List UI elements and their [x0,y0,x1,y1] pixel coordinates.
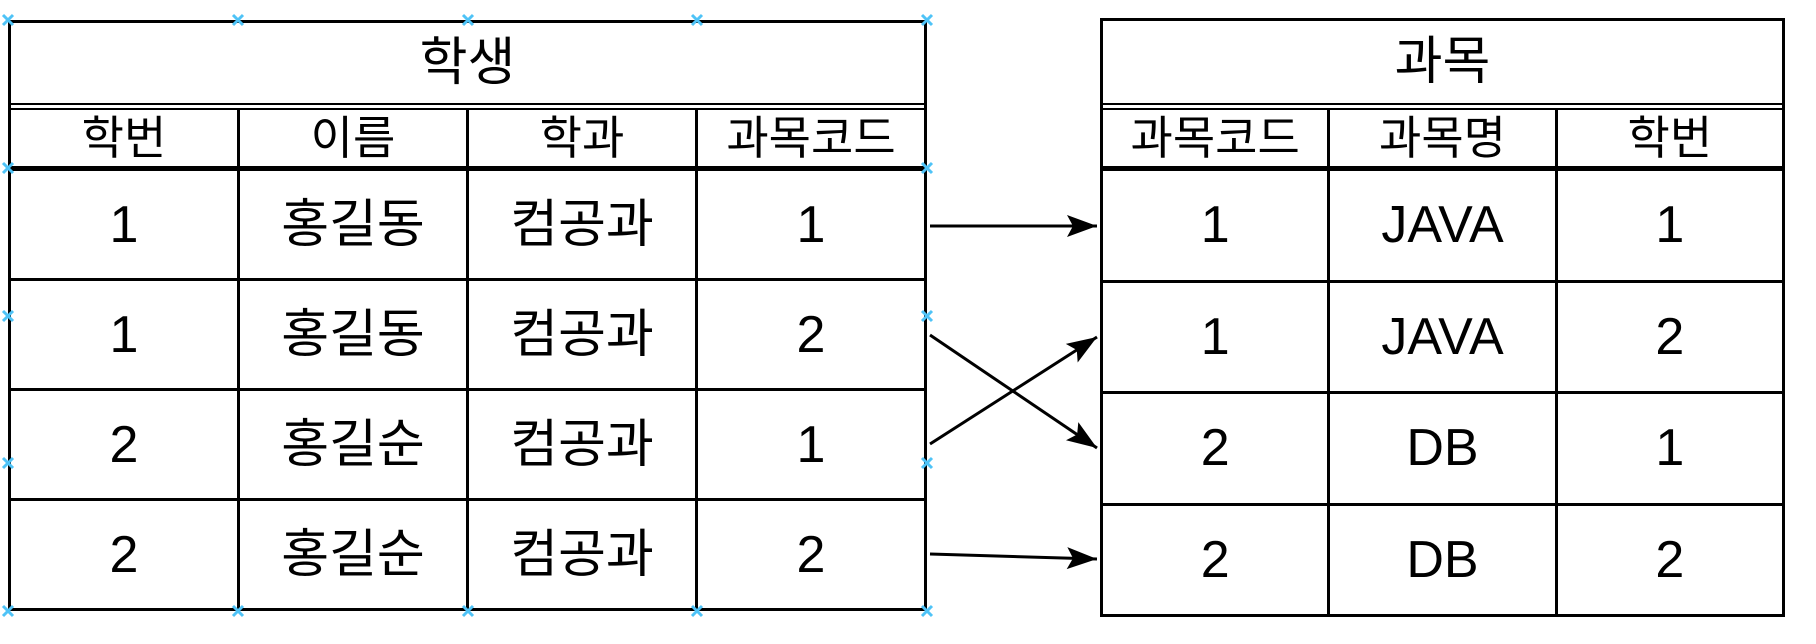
column-header[interactable]: 학번 [1627,112,1713,164]
table-row: 2 DB 2 [1103,505,1782,614]
table-cell[interactable]: 컴공과 [469,391,698,498]
table-cell[interactable]: JAVA [1330,171,1558,280]
table-cell[interactable]: 1 [1103,171,1331,280]
table-cell[interactable]: 2 [1103,505,1331,614]
table-cell[interactable]: 1 [1655,196,1685,255]
subject-table-header-row: 과목코드 과목명 학번 [1103,110,1782,171]
table-cell[interactable]: 홍길동 [240,281,469,388]
table-cell[interactable]: 1 [796,415,826,474]
table-cell[interactable]: DB [1330,394,1558,503]
table-cell[interactable]: DB [1330,505,1558,614]
relation-arrow-row2-row3[interactable] [929,333,1098,450]
table-cell[interactable]: 2 [1103,394,1331,503]
table-row: 2 홍길순 컴공과 1 [11,391,924,501]
table-row: 1 JAVA 2 [1103,282,1782,394]
column-header[interactable]: 과목코드 [726,112,896,164]
table-cell[interactable]: 2 [1655,530,1685,589]
table-cell[interactable]: 2 [11,391,240,498]
subject-table[interactable]: 과목 과목코드 과목명 학번 1 JAVA 1 1 JAVA 2 2 DB 1 … [1100,18,1785,617]
table-cell[interactable]: 1 [11,171,240,278]
table-cell[interactable]: 1 [1103,282,1331,391]
table-cell[interactable]: 홍길순 [240,501,469,608]
table-cell[interactable]: 2 [1655,307,1685,366]
column-header[interactable]: 과목코드 [1103,110,1331,166]
relation-arrow-row3-row2[interactable] [929,335,1098,446]
table-cell[interactable]: 1 [11,281,240,388]
table-row: 1 JAVA 1 [1103,171,1782,283]
column-header[interactable]: 학과 [469,110,698,166]
table-row: 2 홍길순 컴공과 2 [11,501,924,608]
table-cell[interactable]: 2 [11,501,240,608]
subject-table-title[interactable]: 과목 [1103,21,1782,110]
student-table[interactable]: 학생 학번 이름 학과 과목코드 1 홍길동 컴공과 1 1 홍길동 컴공과 2… [8,20,927,611]
table-cell[interactable]: JAVA [1330,282,1558,391]
table-cell[interactable]: 홍길순 [240,391,469,498]
student-table-header-row: 학번 이름 학과 과목코드 [11,110,924,171]
column-header[interactable]: 과목명 [1330,110,1558,166]
table-cell[interactable]: 컴공과 [469,171,698,278]
column-header[interactable]: 이름 [240,110,469,166]
table-cell[interactable]: 1 [1655,419,1685,478]
table-cell[interactable]: 컴공과 [469,501,698,608]
table-row: 1 홍길동 컴공과 1 [11,171,924,281]
table-cell[interactable]: 2 [796,305,826,364]
table-row: 2 DB 1 [1103,394,1782,506]
table-cell[interactable]: 홍길동 [240,171,469,278]
table-cell[interactable]: 컴공과 [469,281,698,388]
table-cell[interactable]: 1 [796,195,826,254]
table-cell[interactable]: 2 [796,525,826,584]
relation-arrow-row4-row4[interactable] [929,547,1098,570]
column-header[interactable]: 학번 [11,110,240,166]
table-row: 1 홍길동 컴공과 2 [11,281,924,391]
student-table-title[interactable]: 학생 [11,23,924,110]
